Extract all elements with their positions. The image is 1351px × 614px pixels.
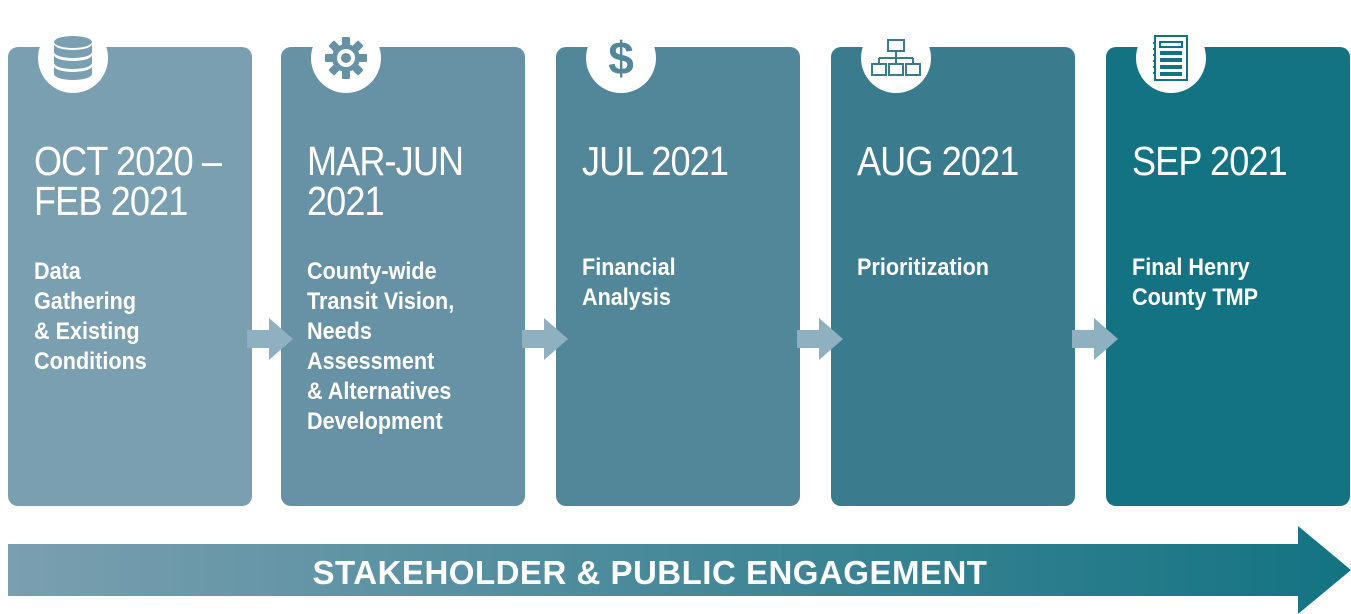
engagement-arrow — [8, 526, 1351, 614]
stage-description: Final Henry County TMP — [1132, 254, 1258, 311]
icon-badge — [861, 23, 931, 93]
stage-date: SEP 2021 — [1132, 138, 1288, 184]
arrow-right-icon — [522, 318, 568, 360]
stage-description: Financial Analysis — [582, 254, 676, 311]
stage-card-transit-vision: MAR-JUN 2021 County-wide Transit Vision,… — [281, 23, 525, 506]
arrow-right-icon — [247, 318, 293, 360]
stage-card-final-tmp: SEP 2021 Final Henry County TMP — [1106, 23, 1350, 506]
stage-card-prioritization: AUG 2021 Prioritization — [831, 23, 1075, 506]
icon-badge — [1136, 23, 1206, 93]
arrow-right-icon — [797, 318, 843, 360]
stage-date: AUG 2021 — [857, 138, 1019, 184]
gear-icon — [325, 37, 367, 79]
stage-card-data-gathering: OCT 2020 – FEB 2021 Data Gathering & Exi… — [8, 23, 252, 506]
stage-date: MAR-JUN 2021 — [307, 138, 464, 224]
icon-badge: $ — [586, 23, 656, 93]
document-icon — [1153, 35, 1188, 81]
stage-description: County-wide Transit Vision, Needs Assess… — [307, 258, 455, 435]
stage-description: Data Gathering & Existing Conditions — [34, 258, 147, 375]
org-chart-icon — [871, 39, 921, 76]
stage-description: Prioritization — [857, 254, 990, 281]
icon-badge — [311, 23, 381, 93]
engagement-label: STAKEHOLDER & PUBLIC ENGAGEMENT — [312, 554, 988, 591]
arrow-right-icon — [1072, 318, 1118, 360]
stage-date: OCT 2020 – FEB 2021 — [34, 138, 222, 224]
stage-date: JUL 2021 — [582, 138, 729, 184]
dollar-icon: $ — [608, 32, 634, 84]
database-icon — [54, 36, 92, 80]
icon-badge — [38, 23, 108, 93]
stage-card-financial-analysis: $ JUL 2021 Financial Analysis — [556, 23, 800, 506]
